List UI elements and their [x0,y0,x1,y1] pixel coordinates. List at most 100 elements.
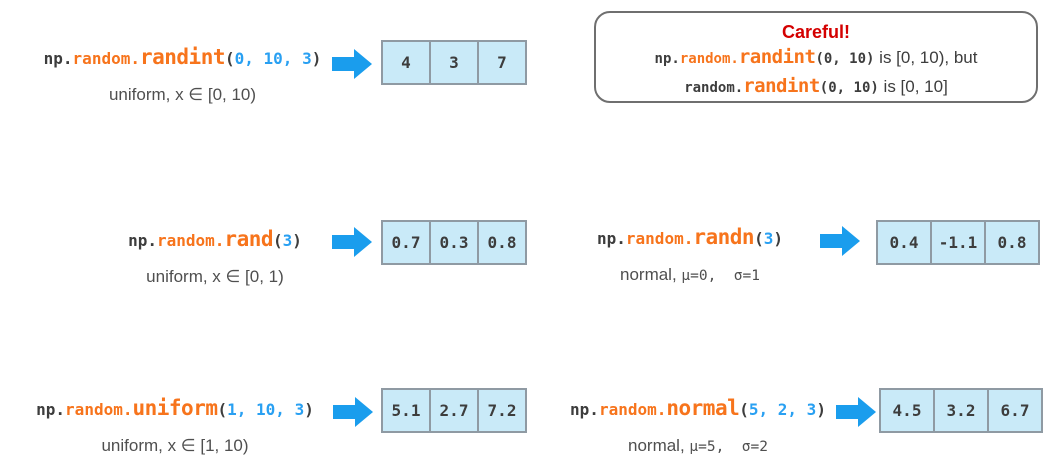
code-paren-close: ) [816,400,826,419]
array-cell: 4 [382,41,430,84]
arrow-stem [332,235,354,249]
array-uniform-output: 5.1 2.7 7.2 [381,388,527,433]
caption-params: μ=0, σ=1 [681,268,760,284]
code-module: random. [156,231,225,250]
arrow-head [354,227,372,257]
arrow-right-icon [333,397,373,427]
code-arguments: 0, 10, 3 [234,49,312,68]
caption-params: μ=5, σ=2 [689,439,768,455]
demo-randint: np.random.randint(0, 10, 3) uniform, x ∈… [30,45,335,106]
arrow-right-icon [332,49,372,79]
array-cell: 4.5 [880,389,934,432]
code-prefix: np. [43,49,73,68]
array-randn-output: 0.4 -1.1 0.8 [876,220,1040,265]
array-cell: 5.1 [382,389,430,432]
arrow-right-icon [332,227,372,257]
careful-note-box: Careful! np.random.randint(0, 10) is [0,… [594,11,1038,103]
arrow-stem [820,234,842,248]
code-paren-close: ) [773,229,783,248]
demo-rand: np.random.rand(3) uniform, x ∈ [0, 1) [65,227,365,288]
careful-title: Careful! [781,22,850,42]
arrow-head [355,397,373,427]
caption-text: uniform, x ∈ [0, 1) [146,267,284,286]
array-cell: 2.7 [430,389,478,432]
code-module: random. [72,49,140,68]
careful-line2-text: is [0, 10] [878,77,948,96]
careful-line-2: random.randint(0, 10) is [0, 10] [596,73,1036,102]
code-arguments: 1, 10, 3 [227,400,305,419]
code-function-name: rand [224,227,273,251]
arrow-head [858,397,876,427]
caption-uniform: uniform, x ∈ [1, 10) [10,436,340,457]
array-cell: 3.2 [934,389,988,432]
array-cell: 7 [478,41,526,84]
code-arguments: 3 [282,231,293,250]
code-paren-open: ( [739,400,749,419]
code-module: random. [679,51,739,67]
code-paren-close: ) [311,49,322,68]
code-module: random. [684,80,744,96]
code-paren-open: ( [225,49,235,68]
code-paren-close: ) [292,231,302,250]
arrow-head [354,49,372,79]
code-arguments: (0, 10) [819,80,879,96]
code-function-name: randn [693,225,755,249]
caption-normal: normal, μ=5, σ=2 [558,436,838,457]
array-rand-output: 0.7 0.3 0.8 [381,220,527,265]
caption-rand: uniform, x ∈ [0, 1) [65,267,365,288]
caption-randint: uniform, x ∈ [0, 10) [30,85,335,106]
code-prefix: np. [570,400,599,419]
arrow-stem [836,405,858,419]
array-cell: 6.7 [988,389,1042,432]
code-function-name: randint [139,45,226,69]
careful-line-1: np.random.randint(0, 10) is [0, 10), but [596,44,1036,73]
careful-line1-text: is [0, 10), but [874,48,978,67]
array-cell: 0.7 [382,221,430,264]
caption-text: normal, [628,436,690,455]
code-np-random-uniform: np.random.uniform(1, 10, 3) [10,396,340,423]
code-np-random-normal: np.random.normal(5, 2, 3) [558,396,838,423]
array-cell: 0.3 [430,221,478,264]
demo-uniform: np.random.uniform(1, 10, 3) uniform, x ∈… [10,396,340,457]
arrow-right-icon [836,397,876,427]
array-cell: 7.2 [478,389,526,432]
code-paren-open: ( [273,231,283,250]
code-prefix: np. [128,231,157,250]
array-cell: 0.8 [478,221,526,264]
code-arguments: (0, 10) [815,51,875,67]
code-paren-open: ( [217,400,228,419]
arrow-right-icon [820,226,860,256]
code-function-name: normal [666,396,740,420]
demo-randn: np.random.randn(3) normal, μ=0, σ=1 [565,225,815,286]
array-cell: 3 [430,41,478,84]
code-prefix: np. [654,51,680,67]
code-prefix: np. [36,400,66,419]
caption-text: uniform, x ∈ [0, 10) [108,85,257,104]
caption-randn: normal, μ=0, σ=1 [565,265,815,286]
code-np-random-randn: np.random.randn(3) [565,225,815,252]
array-cell: 0.8 [985,221,1039,264]
arrow-head [842,226,860,256]
array-normal-output: 4.5 3.2 6.7 [879,388,1043,433]
code-paren-open: ( [754,229,764,248]
array-cell: 0.4 [877,221,931,264]
caption-text: uniform, x ∈ [1, 10) [101,436,249,455]
code-function-name: randint [743,75,820,97]
code-function-name: uniform [132,396,218,420]
code-arguments: 5, 2, 3 [748,400,817,419]
code-function-name: randint [738,46,816,68]
caption-text: normal, [620,265,682,284]
code-module: random. [598,400,667,419]
code-module: random. [625,229,694,248]
demo-normal: np.random.normal(5, 2, 3) normal, μ=5, σ… [558,396,838,457]
code-np-random-randint: np.random.randint(0, 10, 3) [30,45,335,72]
code-paren-close: ) [304,400,314,419]
array-randint-output: 4 3 7 [381,40,527,85]
code-prefix: np. [597,229,626,248]
arrow-stem [332,57,354,71]
arrow-stem [333,405,355,419]
code-np-random-rand: np.random.rand(3) [65,227,365,254]
array-cell: -1.1 [931,221,985,264]
code-arguments: 3 [763,229,774,248]
